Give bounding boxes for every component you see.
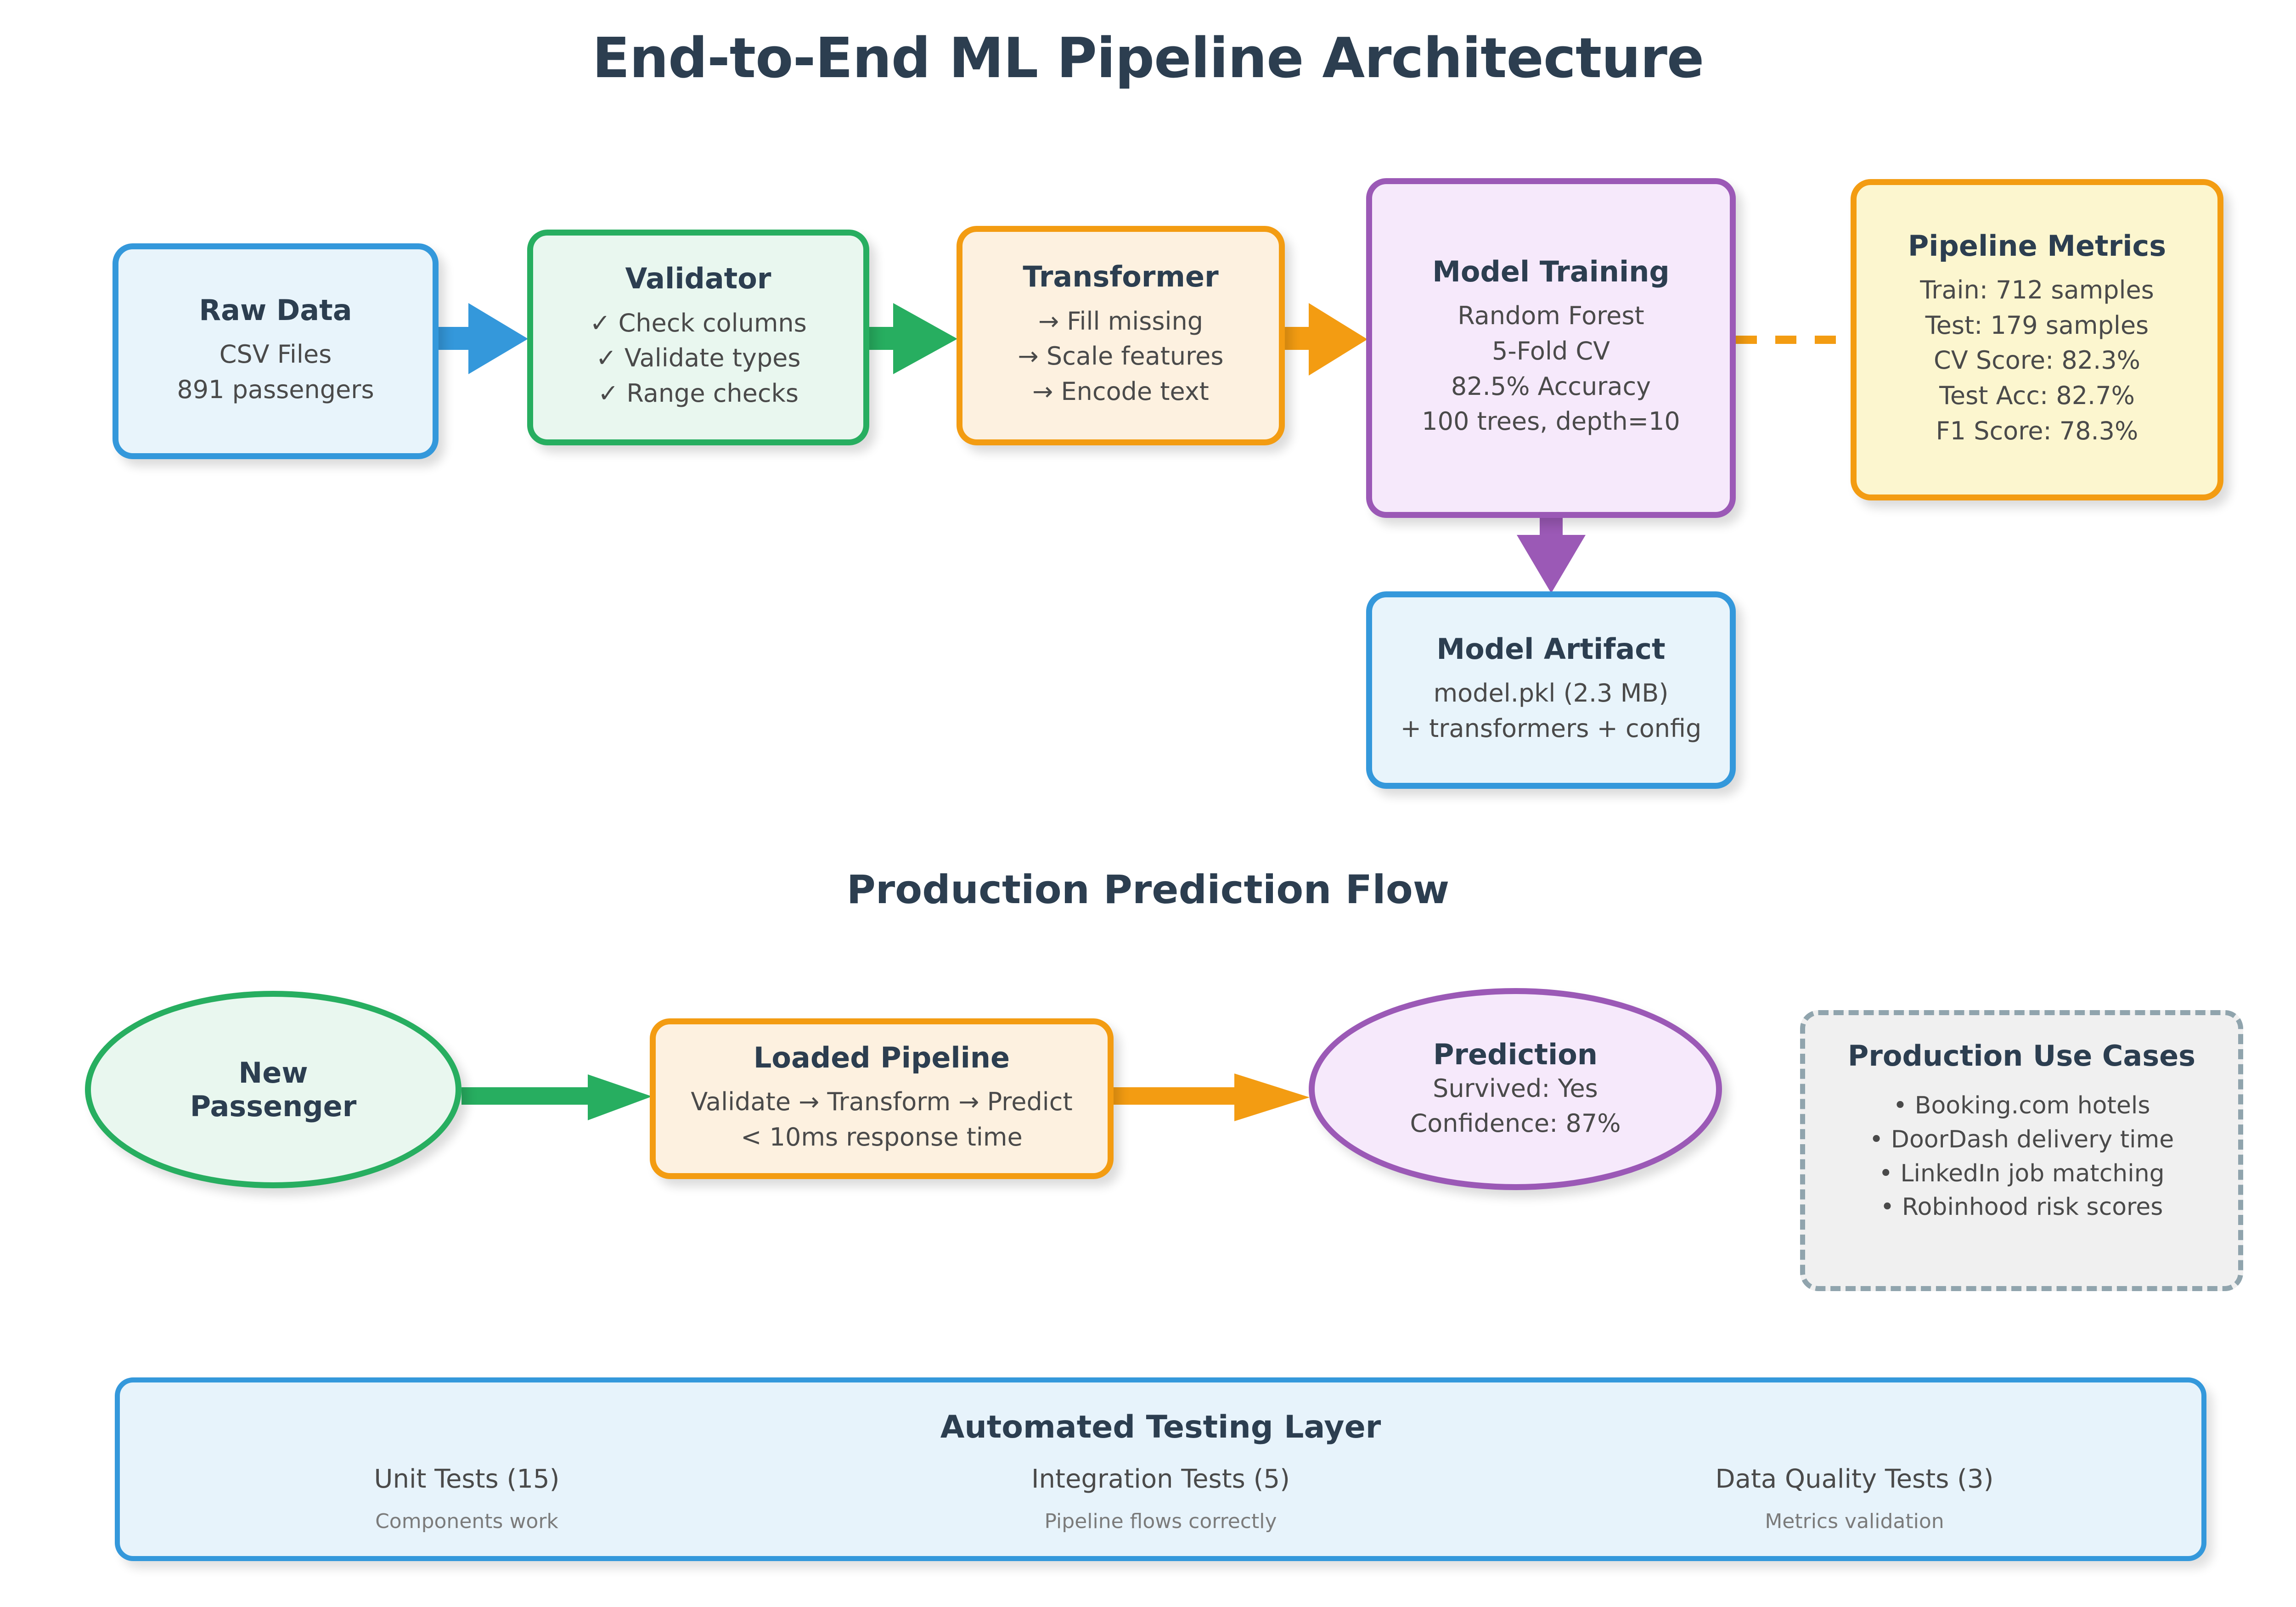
test-desc: Components work (375, 1510, 558, 1533)
list-item: • DoorDash delivery time (1869, 1125, 2174, 1153)
node-title: Model Artifact (1436, 632, 1666, 666)
metric-line: CV Score: 82.3% (1934, 346, 2140, 375)
section-title-production-flow: Production Prediction Flow (846, 867, 1450, 913)
node-model-training[interactable]: Model Training Random Forest 5-Fold CV 8… (1366, 178, 1736, 518)
node-title: Transformer (1023, 260, 1219, 294)
test-desc: Pipeline flows correctly (1044, 1510, 1277, 1533)
node-line: < 10ms response time (741, 1122, 1023, 1152)
testing-column: Integration Tests (5) Pipeline flows cor… (814, 1464, 1508, 1533)
arrow-rawdata-to-validator (439, 303, 528, 374)
node-line: Random Forest (1458, 301, 1644, 331)
node-transformer[interactable]: Transformer → Fill missing → Scale featu… (957, 226, 1285, 445)
testing-column: Unit Tests (15) Components work (120, 1464, 814, 1533)
node-title: New Passenger (190, 1056, 357, 1123)
node-line: → Encode text (1032, 376, 1209, 406)
testing-column: Data Quality Tests (3) Metrics validatio… (1508, 1464, 2201, 1533)
node-title: Loaded Pipeline (753, 1040, 1010, 1074)
node-line: Survived: Yes (1433, 1073, 1598, 1103)
arrow-passenger-to-pipeline (461, 1074, 652, 1120)
node-line: 82.5% Accuracy (1451, 371, 1651, 401)
node-new-passenger[interactable]: New Passenger (85, 991, 461, 1188)
node-body: → Fill missing → Scale features → Encode… (1018, 304, 1224, 410)
metric-line: F1 Score: 78.3% (1936, 416, 2138, 445)
node-line: Validate → Transform → Predict (691, 1087, 1073, 1116)
node-title: Validator (625, 262, 771, 296)
node-validator[interactable]: Validator ✓ Check columns ✓ Validate typ… (527, 230, 869, 445)
node-title: Production Use Cases (1847, 1039, 2196, 1073)
metric-line: Test: 179 samples (1925, 310, 2149, 340)
node-raw-data[interactable]: Raw Data CSV Files 891 passengers (113, 243, 439, 459)
metric-line: Train: 712 samples (1920, 275, 2154, 304)
node-body: CSV Files 891 passengers (177, 337, 374, 407)
node-line: ✓ Range checks (598, 378, 799, 408)
node-line: 100 trees, depth=10 (1422, 407, 1680, 436)
node-line: CSV Files (219, 339, 332, 369)
test-name: Unit Tests (15) (374, 1464, 560, 1494)
test-desc: Metrics validation (1765, 1510, 1944, 1533)
node-body: Validate → Transform → Predict < 10ms re… (691, 1084, 1072, 1155)
node-loaded-pipeline[interactable]: Loaded Pipeline Validate → Transform → P… (650, 1018, 1114, 1179)
node-title: Prediction (1433, 1037, 1598, 1071)
node-title: Model Training (1432, 255, 1670, 289)
page-title: End-to-End ML Pipeline Architecture (592, 27, 1705, 90)
arrow-transformer-to-training (1285, 303, 1367, 376)
test-name: Data Quality Tests (3) (1715, 1464, 1994, 1494)
node-line: ✓ Validate types (596, 343, 801, 373)
list-item: • Robinhood risk scores (1880, 1193, 2163, 1221)
node-line: ✓ Check columns (590, 308, 807, 337)
testing-layer-title: Automated Testing Layer (940, 1409, 1381, 1445)
testing-layer-columns: Unit Tests (15) Components work Integrat… (120, 1464, 2201, 1533)
node-automated-testing-layer[interactable]: Automated Testing Layer Unit Tests (15) … (115, 1377, 2206, 1561)
node-body: Train: 712 samples Test: 179 samples CV … (1920, 273, 2154, 449)
node-title: Pipeline Metrics (1908, 229, 2167, 263)
node-line: + transformers + config (1400, 714, 1702, 743)
list-item: • LinkedIn job matching (1879, 1159, 2165, 1187)
node-model-artifact[interactable]: Model Artifact model.pkl (2.3 MB) + tran… (1366, 591, 1736, 789)
node-line: 5-Fold CV (1491, 336, 1610, 365)
arrow-pipeline-to-prediction (1114, 1073, 1310, 1121)
node-prediction[interactable]: Prediction Survived: Yes Confidence: 87% (1309, 988, 1722, 1190)
list-item: • Booking.com hotels (1893, 1092, 2150, 1119)
node-line: 891 passengers (177, 375, 374, 404)
metric-line: Test Acc: 82.7% (1939, 381, 2135, 410)
node-body: Random Forest 5-Fold CV 82.5% Accuracy 1… (1422, 298, 1680, 439)
node-line: Confidence: 87% (1410, 1108, 1621, 1138)
node-line: → Scale features (1018, 342, 1224, 371)
node-title: Raw Data (199, 293, 352, 327)
node-body: ✓ Check columns ✓ Validate types ✓ Range… (590, 306, 807, 411)
use-case-list: • Booking.com hotels • DoorDash delivery… (1869, 1089, 2174, 1225)
node-body: model.pkl (2.3 MB) + transformers + conf… (1401, 676, 1702, 746)
arrow-training-to-artifact (1517, 518, 1586, 593)
node-line: → Fill missing (1038, 306, 1204, 336)
test-name: Integration Tests (5) (1031, 1464, 1290, 1494)
node-production-use-cases[interactable]: Production Use Cases • Booking.com hotel… (1800, 1010, 2243, 1291)
arrow-validator-to-transformer (869, 303, 957, 374)
node-line: model.pkl (2.3 MB) (1433, 678, 1669, 708)
node-pipeline-metrics[interactable]: Pipeline Metrics Train: 712 samples Test… (1851, 179, 2223, 500)
